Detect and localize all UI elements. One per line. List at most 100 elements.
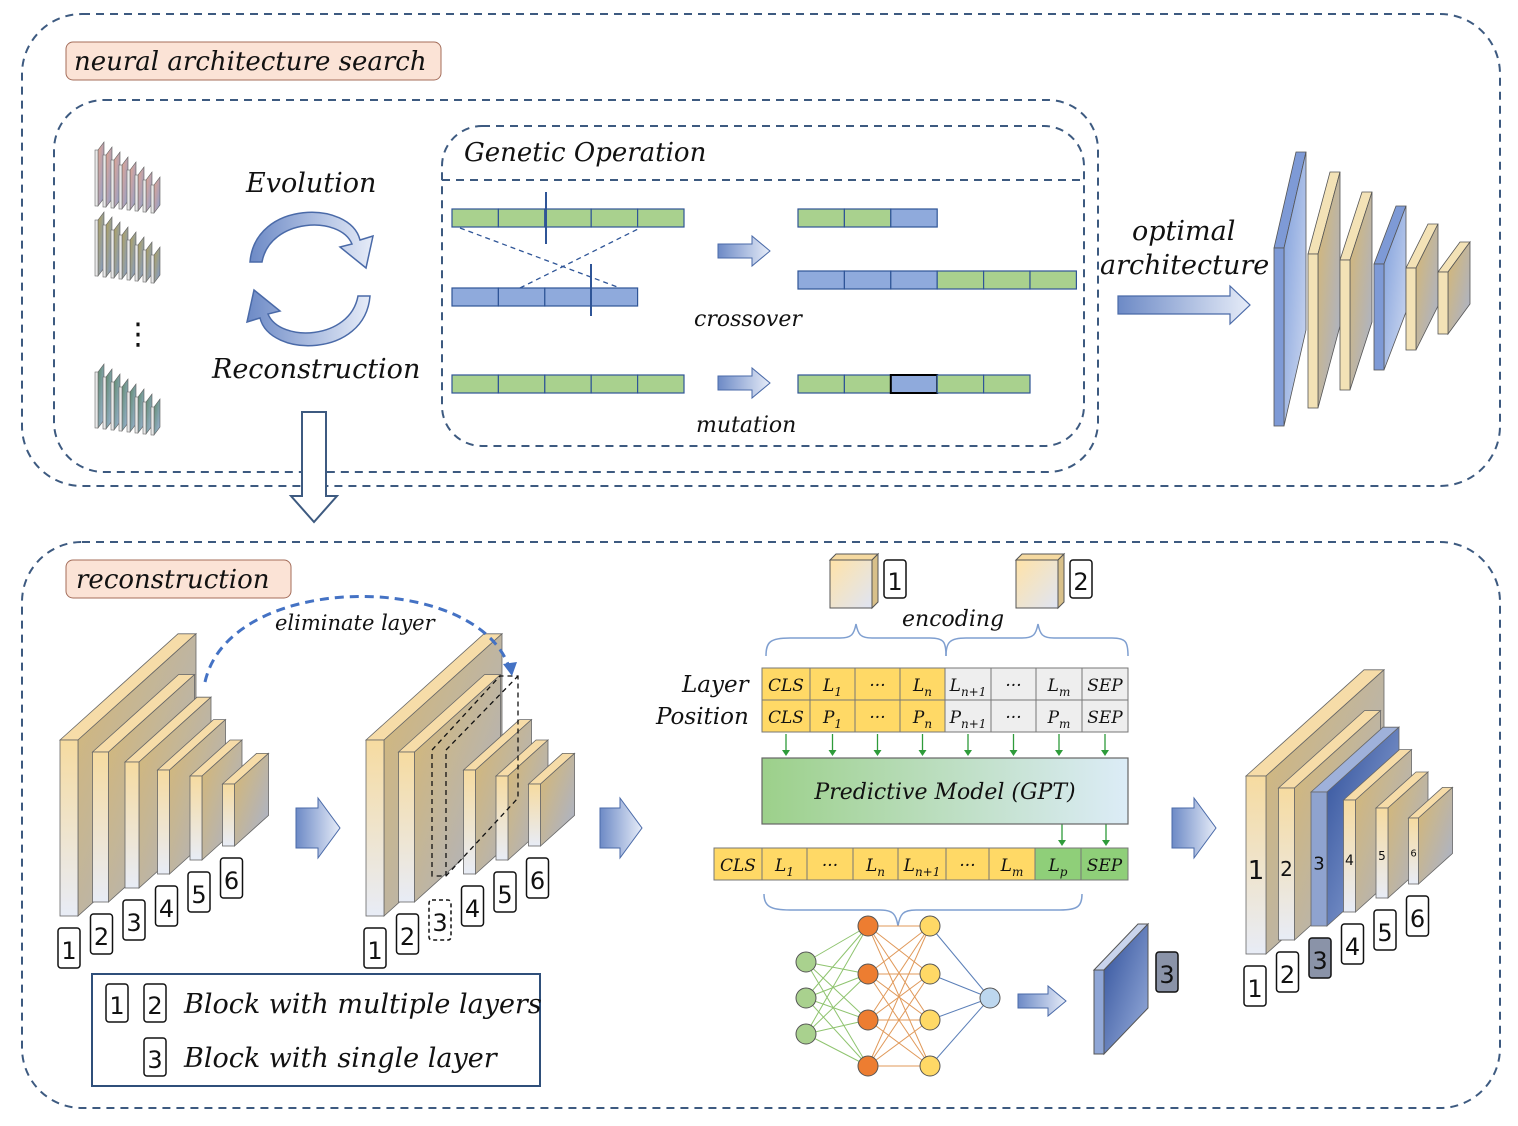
- nn-edge: [805, 1033, 869, 1067]
- mutation-arrow-icon: [717, 366, 771, 400]
- nn-output-arrow-icon: [1017, 984, 1067, 1018]
- block-badge-2: 2: [89, 913, 114, 955]
- legend-multi-text: Block with multiple layers: [183, 989, 542, 1020]
- block-badge-5: 5: [493, 871, 517, 913]
- population-stack-3: [94, 363, 161, 436]
- nn-hidden-node: [857, 1009, 879, 1031]
- nn-edge: [805, 997, 869, 1021]
- nn-edge: [929, 997, 991, 1021]
- nn-edge: [867, 1019, 931, 1067]
- block-badge-text: 4: [159, 895, 174, 923]
- optimal-architecture: optimal architecture: [1100, 151, 1471, 427]
- block-inner-number: 1: [1248, 856, 1265, 886]
- block-badge-text: 4: [1345, 933, 1360, 961]
- token-cell: [852, 847, 899, 881]
- mutation-after: [797, 374, 1031, 394]
- single-layer-badge-text: 3: [1159, 961, 1174, 989]
- gene-cell: [982, 374, 1031, 394]
- nas-section-border: [21, 13, 1501, 487]
- token-text: L1: [774, 856, 794, 879]
- nn-edge: [805, 961, 869, 975]
- nn-edge: [805, 925, 869, 963]
- optimal-slab: [1307, 171, 1341, 409]
- gene-cell: [451, 374, 500, 394]
- block-badge-text: 1: [1247, 975, 1262, 1003]
- optimal-slab: [1437, 240, 1471, 336]
- nn-edge: [805, 961, 869, 1067]
- block-badge-text: 5: [1377, 919, 1392, 947]
- token-cell: [899, 667, 946, 701]
- nn-edge: [805, 973, 869, 999]
- block-inner-number: 4: [1345, 853, 1354, 869]
- population-stack-1: [94, 141, 161, 436]
- token-text: SEP: [1087, 856, 1123, 876]
- step-arrow-3-icon: [1171, 796, 1217, 860]
- nn-input-node: [795, 1023, 817, 1045]
- reconstruction-title-badge: reconstruction: [65, 559, 292, 599]
- token-cell: [1081, 667, 1129, 701]
- block-badge-text: 3: [432, 909, 447, 937]
- token-text: ···: [869, 676, 885, 696]
- nn-input-node: [795, 951, 817, 973]
- nn-edge: [929, 997, 991, 1067]
- block-badge-1: 1: [363, 927, 387, 969]
- down-arrow-icon: [288, 411, 340, 524]
- token-text: CLS: [768, 676, 804, 696]
- token-text: P1: [822, 708, 842, 731]
- nn-hidden-node: [857, 915, 879, 937]
- nn-edge: [805, 961, 869, 1021]
- optimal-slab: [1373, 205, 1407, 371]
- mutation-label: mutation: [696, 413, 796, 438]
- step-arrow-1-icon: [295, 796, 341, 860]
- block-badge-4: 4: [154, 885, 179, 927]
- nn-hidden-node: [919, 1009, 941, 1031]
- optimal-stack: [1273, 151, 1471, 427]
- encoding-badge-2: [1069, 559, 1093, 599]
- mutation-before: [451, 374, 685, 394]
- token-text: Ln: [865, 856, 885, 879]
- block-badge-text: 2: [400, 923, 415, 951]
- parent-chromosome-1: [451, 208, 685, 228]
- gene-cell: [497, 208, 546, 228]
- gene-cell: [843, 208, 892, 228]
- legend: 1 2 Block with multiple layers 3 Block w…: [91, 973, 542, 1087]
- block-slab: [397, 673, 502, 903]
- block-badge-text: 3: [126, 909, 141, 937]
- gene-cell: [497, 287, 546, 307]
- block-badge-text: 5: [497, 881, 512, 909]
- token-cell: [1080, 847, 1129, 881]
- gene-cell: [544, 287, 592, 307]
- nn-edge: [805, 997, 869, 1067]
- block-badge-text: 4: [465, 895, 480, 923]
- genetic-operation-panel: Genetic Operation crossover mutation: [441, 125, 1085, 447]
- population-stack-1: [94, 141, 161, 214]
- gene-cell: [451, 208, 500, 228]
- legend-badge-1: [105, 983, 129, 1023]
- nn-edge: [867, 925, 931, 1067]
- token-text: ···: [822, 856, 838, 876]
- token-text: CLS: [720, 856, 756, 876]
- token-cell: [897, 847, 947, 881]
- token-cell: [761, 699, 811, 733]
- token-text: Ln: [912, 676, 932, 699]
- gene-cell: [843, 270, 892, 290]
- token-text: SEP: [1087, 676, 1123, 696]
- reconstruction-label: Reconstruction: [211, 354, 420, 385]
- legend-badge-1-text: 1: [109, 992, 124, 1020]
- nn-edge: [929, 925, 991, 999]
- block-badge-2: 2: [395, 913, 420, 955]
- block-badge-text: 2: [94, 923, 109, 951]
- reconstruction-title: reconstruction: [76, 565, 269, 595]
- legend-single-text: Block with single layer: [183, 1043, 499, 1074]
- nn-hidden-node: [919, 963, 941, 985]
- legend-badge-3-text: 3: [147, 1046, 162, 1074]
- eliminate-arrowhead-icon: [503, 662, 517, 676]
- optimal-slab: [1273, 151, 1307, 427]
- crossover-arrow-icon: [717, 234, 771, 268]
- nn-edge: [867, 925, 931, 1021]
- token-text: ···: [1005, 708, 1021, 728]
- encoding-cube-1: 1: [828, 552, 907, 610]
- token-text: Lm: [1047, 676, 1071, 699]
